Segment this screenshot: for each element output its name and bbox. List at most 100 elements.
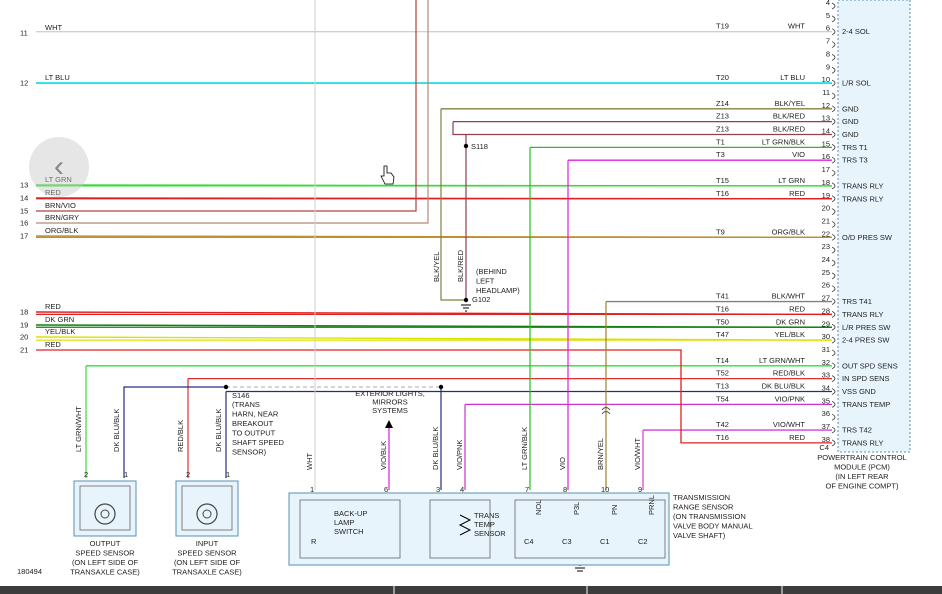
- trs-sensor-body: [288, 492, 670, 566]
- left-wire-label: ORG/BLK: [45, 226, 78, 235]
- pcm-pin-terminal: [831, 195, 836, 203]
- pcm-pin-terminal: [831, 41, 836, 48]
- pcm-pin-function: OUT SPD SENS: [842, 361, 898, 370]
- pcm-pin-number: 8: [826, 49, 830, 58]
- pcm-circuit-code: T52: [716, 369, 729, 378]
- range-switch-contact-id: C3: [562, 537, 572, 546]
- pcm-pin-number: 7: [826, 37, 830, 46]
- pcm-wire-color: VIO/WHT: [773, 420, 805, 429]
- output-speed-sensor-label: SPEED SENSOR: [75, 549, 135, 558]
- g102-wire-label: BLK/RED: [456, 249, 465, 282]
- left-row-number: 12: [20, 79, 28, 88]
- pcm-circuit-code: T1: [716, 137, 725, 146]
- pcm-pin-number: 31: [822, 345, 830, 354]
- trs-wire-label: LT GRN/BLK: [520, 427, 529, 470]
- trs-sensor-label: (ON TRANSMISSION: [673, 512, 746, 521]
- input-speed-sensor-label: TRANSAXLE CASE): [172, 568, 242, 577]
- pcm-circuit-code: Z13: [716, 112, 729, 121]
- range-switch-contact-id: C4: [524, 537, 534, 546]
- exterior-lights-note: EXTERIOR LIGHTS,: [355, 389, 425, 398]
- pcm-circuit-code: Z13: [716, 125, 729, 134]
- pcm-pin-number: 15: [822, 139, 830, 148]
- figure-code: 180494: [17, 567, 42, 576]
- pcm-pin-terminal: [831, 15, 836, 23]
- s146-note: (TRANS: [232, 400, 260, 409]
- scrollbar-divider: [586, 586, 588, 594]
- left-row-number: 11: [20, 29, 28, 38]
- wire-lt-grn: [35, 184, 833, 187]
- pcm-pin-terminal: [831, 221, 836, 228]
- pcm-wire-color: LT GRN/WHT: [759, 356, 805, 365]
- s146-note: SHAFT SPEED: [232, 438, 285, 447]
- left-wire-label: RED: [45, 340, 61, 349]
- pcm-pin-number: 38: [822, 435, 830, 444]
- pcm-wire-color: BLK/RED: [773, 112, 806, 121]
- pcm-pin-terminal: [831, 298, 836, 305]
- pcm-pin-function: TRANS RLY: [842, 438, 884, 447]
- pcm-pin-number: 32: [822, 358, 830, 367]
- pcm-pin-number: 6: [826, 24, 830, 33]
- s146-note: TO OUTPUT: [232, 429, 276, 438]
- pcm-circuit-code: T3: [716, 150, 725, 159]
- previous-page-button[interactable]: ‹: [29, 137, 89, 197]
- exterior-lights-note: SYSTEMS: [372, 406, 408, 415]
- pcm-wire-color: RED: [789, 304, 805, 313]
- pcm-pin-terminal: [831, 413, 836, 421]
- left-wire-label: LT GRN: [45, 175, 72, 184]
- left-row-number: 18: [20, 308, 28, 317]
- pcm-pin-number: 36: [822, 409, 830, 418]
- pcm-circuit-code: T54: [716, 394, 729, 403]
- output-sensor-wire-label: DK BLU/BLK: [112, 409, 121, 452]
- range-switch-contact-id: C1: [600, 537, 610, 546]
- g102-location-note: (BEHIND: [476, 267, 507, 276]
- pcm-pin-terminal: [831, 92, 836, 100]
- pcm-pin-terminal: [831, 272, 836, 280]
- pcm-pin-terminal: [831, 79, 836, 87]
- s118-splice-dot: [463, 143, 469, 149]
- pcm-wire-color: ORG/BLK: [772, 227, 805, 236]
- left-row-number: 13: [20, 181, 28, 190]
- wire-brn-gry: [36, 0, 429, 224]
- output-speed-sensor-label: TRANSAXLE CASE): [70, 568, 140, 577]
- output-speed-sensor-label: OUTPUT: [90, 539, 121, 548]
- pcm-module-body: [837, 0, 911, 453]
- pcm-pin-number: 37: [822, 422, 830, 431]
- trs-ground-icon: [575, 567, 585, 572]
- bottom-scrollbar[interactable]: [0, 586, 942, 594]
- pcm-pin-terminal: [831, 311, 836, 318]
- chevron-left-icon: ‹: [54, 150, 64, 183]
- left-wire-label: LT BLU: [45, 73, 70, 82]
- hand-cursor-icon: [380, 165, 395, 185]
- scrollbar-divider: [781, 586, 783, 594]
- pcm-circuit-code: T15: [716, 176, 729, 185]
- pcm-circuit-code: T19: [716, 22, 729, 31]
- ground-symbol: [461, 304, 471, 312]
- pcm-pin-terminal: [831, 105, 836, 113]
- pcm-pin-number: 23: [822, 242, 830, 251]
- pcm-pin-number: 10: [822, 75, 830, 84]
- input-speed-sensor-label: INPUT: [196, 539, 219, 548]
- s146-splice-dot: [223, 384, 229, 390]
- trs-sensor-label: RANGE SENSOR: [673, 503, 734, 512]
- input-speed-sensor-pin: 2: [186, 470, 190, 479]
- pcm-wire-color: LT GRN/BLK: [762, 137, 805, 146]
- backup-switch-label: SWITCH: [334, 527, 364, 536]
- trs-pin-number: 9: [638, 485, 642, 494]
- input-speed-sensor-gear-icon: [196, 503, 218, 525]
- trs-pin-number: 1: [310, 485, 314, 494]
- left-wire-label: RED: [45, 302, 61, 311]
- pcm-wire-color: BLK/WHT: [772, 292, 806, 301]
- pcm-pin-function: TRANS RLY: [842, 310, 884, 319]
- thermistor-icon: [458, 514, 472, 536]
- output-speed-sensor-inner: [79, 485, 131, 531]
- range-switch-label: P3L: [572, 502, 581, 515]
- pcm-circuit-code: T14: [716, 356, 729, 365]
- pcm-pin-number: 29: [822, 319, 830, 328]
- left-wire-label: DK GRN: [45, 315, 74, 324]
- g102-label: G102: [472, 295, 490, 304]
- pcm-pin-terminal: [831, 439, 836, 447]
- pcm-pin-function: 2-4 PRES SW: [842, 336, 890, 345]
- pcm-pin-number: 20: [822, 204, 830, 213]
- pcm-pin-number: 16: [822, 152, 830, 161]
